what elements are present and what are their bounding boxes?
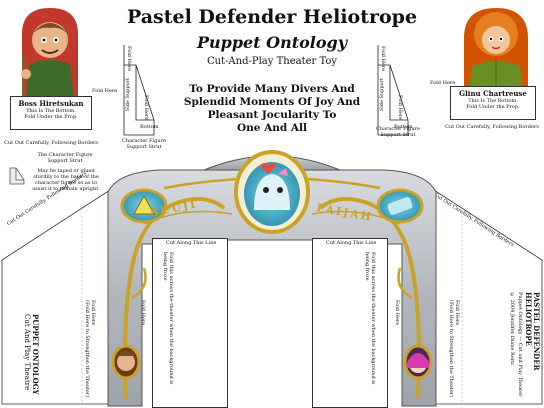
page-title: Pastel Defender Heliotrope [126,6,418,28]
right-strut-bottom: Bottom [394,124,413,130]
strut-note-illustration [6,164,28,188]
left-stage-panel[interactable] [152,238,228,408]
right-stage-panel[interactable] [312,238,388,408]
strut-note-body: May be taped or glued sturdily to the ba… [32,168,100,192]
left-cut-note: Cut Out Carefully, Following Borders [4,140,98,146]
right-inner-fold: Fold this across the theater when the ba… [364,252,376,385]
strut-sketch-icon [9,167,25,185]
left-wing-fold: Fold Here (Fold Here to Strengthen the T… [84,300,96,398]
tagline: Cut-And-Play Theater Toy [206,56,338,67]
right-arch-fold: Fold Here [394,300,400,326]
left-strut-fold1: Fold Here [126,46,132,72]
theater-arch[interactable] [104,148,440,408]
left-arch-fold: Fold Here [140,300,146,326]
left-strut-outline [123,45,155,136]
left-cut-line-label: Cut Along This Line [166,240,217,246]
right-fold-label: Fold Here [430,80,456,86]
promise-text: To Provide Many Divers And Splendid Mome… [183,83,361,134]
right-cut-line-label: Cut Along This Line [326,240,377,246]
right-puppet-name: Glinu Chartreuse [459,89,527,98]
right-strut[interactable] [374,40,424,140]
right-cut-note: Cut Out Carefully, Following Borders [445,124,539,130]
right-wing-fold: Fold Here (Fold Here to Strengthen the T… [448,300,460,398]
left-strut[interactable] [120,40,170,140]
right-strut-side: Side Support [379,78,385,112]
left-strut-side: Side Support [125,78,131,112]
page-subtitle: Puppet Ontology [196,33,348,52]
strut-note: The Character Figure Support Strut [37,152,93,164]
right-strut-fold1: Fold Here [380,46,386,72]
left-name-card: Boss Hiretsukan This Is The Bottom. Fold… [10,96,92,130]
left-fold-label: Fold Here [92,88,118,94]
left-puppet[interactable] [14,4,86,98]
glinu-chartreuse-figure [464,8,528,96]
boss-hiretsukan-figure [21,8,78,98]
left-wing-title: PUPPET ONTOLOGY Cut And Play Theatre [23,314,40,395]
right-strut-caption: Character Figure Support Strut [376,126,420,138]
arch-frame [107,150,437,407]
right-name-card: Glinu Chartreuse This Is The Bottom. Fol… [450,86,536,120]
right-strut-outline [377,45,409,136]
right-strut-fold2: Fold Here [397,95,403,121]
right-puppet[interactable] [458,4,534,96]
left-puppet-name: Boss Hiretsukan [18,99,84,108]
left-strut-caption: Character Figure Support Strut [122,138,166,150]
left-inner-fold: Fold this across the theater when the ba… [162,252,174,385]
left-strut-bottom: Bottom [140,124,159,130]
left-strut-fold2: Fold Here [143,95,149,121]
right-wing-title: PASTEL DEFENDER HELIOTROPE Puppet Ontolo… [509,292,541,397]
